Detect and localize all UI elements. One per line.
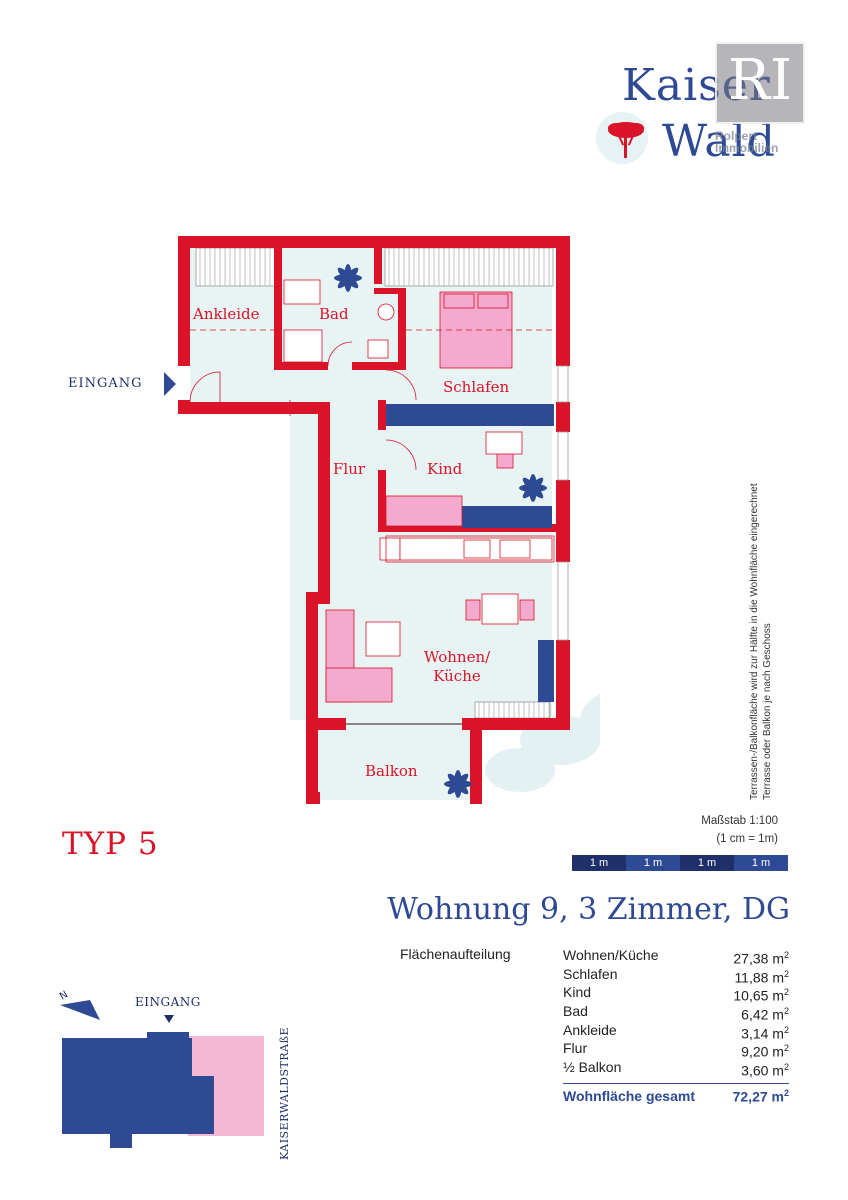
floor-plan [164,236,600,804]
entrance-label: EINGANG [68,376,143,391]
area-value: 10,65 m2 [733,987,789,1005]
room-balkon: Balkon [365,762,418,780]
room-wohnen: Wohnen/ Küche [417,648,497,686]
scale-bar: 1 m 1 m 1 m 1 m [572,855,788,871]
balcony-note-line2: Terrasse oder Balkon je nach Geschoss [762,623,773,800]
area-row: Kind 10,65 m2 [563,983,789,1005]
north-label: N [58,989,70,1002]
area-name: Kind [563,984,592,1001]
area-row: Flur 9,20 m2 [563,1039,789,1061]
plant-icons [334,264,547,798]
area-total: Wohnfläche gesamt 72,27 m2 [563,1083,789,1105]
area-value: 3,60 m2 [741,1062,789,1079]
logo-wald: Wald [662,116,776,167]
scale-segment: 1 m [680,855,734,871]
scale-label: Maßstab 1:100 [701,815,778,827]
balcony-note-line1: Terrassen-/Balkonfläche wird zur Hälfte … [749,483,760,800]
watermark-caption: Rolpert Immobilien [715,129,779,155]
area-row: ½ Balkon 3,60 m2 [563,1058,789,1079]
room-wohnen-line1: Wohnen/ [423,648,491,666]
street-label: KAISERWALDSTRAßE [278,1005,298,1165]
logo-circle [596,112,648,164]
street-name: KAISERWALDSTRAßE [278,1027,291,1160]
area-heading: Flächenaufteilung [400,946,511,962]
room-wohnen-line2: Küche [433,667,481,685]
tree-icon [608,122,644,158]
room-kind: Kind [427,460,463,478]
area-total-value: 72,27 m2 [732,1088,789,1105]
area-value: 11,88 m2 [734,968,789,986]
scale-segment: 1 m [734,855,788,871]
room-ankleide: Ankleide [193,305,260,323]
main-building [62,1032,214,1134]
room-schlafen: Schlafen [443,378,510,396]
room-flur: Flur [333,460,366,478]
scale-segment: 1 m [572,855,626,871]
area-row: Bad 6,42 m2 [563,1002,789,1023]
walls [178,236,570,804]
room-bad: Bad [319,305,349,323]
scale-text: Maßstab 1:100 (1 cm = 1m) [650,812,778,848]
area-name: Wohnen/Küche [563,947,659,963]
area-name: Schlafen [563,965,618,982]
site-entrance-arrow [164,1015,174,1023]
area-row: Schlafen 11,88 m2 [563,965,789,986]
area-total-label: Wohnfläche gesamt [563,1088,695,1104]
area-name: Ankleide [563,1021,617,1038]
watermark-letters: RI [727,48,793,113]
site-plan: N [58,989,264,1148]
area-value: 27,38 m2 [733,950,789,967]
north-arrow-icon [60,1000,100,1020]
area-table: Wohnen/Küche 27,38 m2 Schlafen 11,88 m2 Ki… [563,946,789,1079]
scale-segment: 1 m [626,855,680,871]
area-name: Bad [563,1003,588,1020]
entrance-arrow [164,372,176,396]
unit-title: Wohnung 9, 3 Zimmer, DG [387,892,790,927]
area-value: 3,14 m2 [741,1024,789,1042]
balcony-note-text: Terrassen-/Balkonfläche wird zur Hälfte … [748,430,774,800]
area-row: Wohnen/Küche 27,38 m2 [563,946,789,967]
type-label: TYP 5 [62,826,159,862]
area-name: Flur [563,1040,588,1057]
area-row: Ankleide 3,14 m2 [563,1021,789,1042]
area-name: ½ Balkon [563,1059,622,1076]
area-value: 6,42 m2 [741,1006,789,1023]
tree-silhouette [485,693,600,792]
area-value: 9,20 m2 [741,1043,789,1061]
watermark-badge: RI [715,42,805,124]
balcony-note: Terrassen-/Balkonfläche wird zur Hälfte … [748,430,798,800]
scale-note: (1 cm = 1m) [716,833,778,845]
site-entrance-label: EINGANG [135,995,201,1009]
